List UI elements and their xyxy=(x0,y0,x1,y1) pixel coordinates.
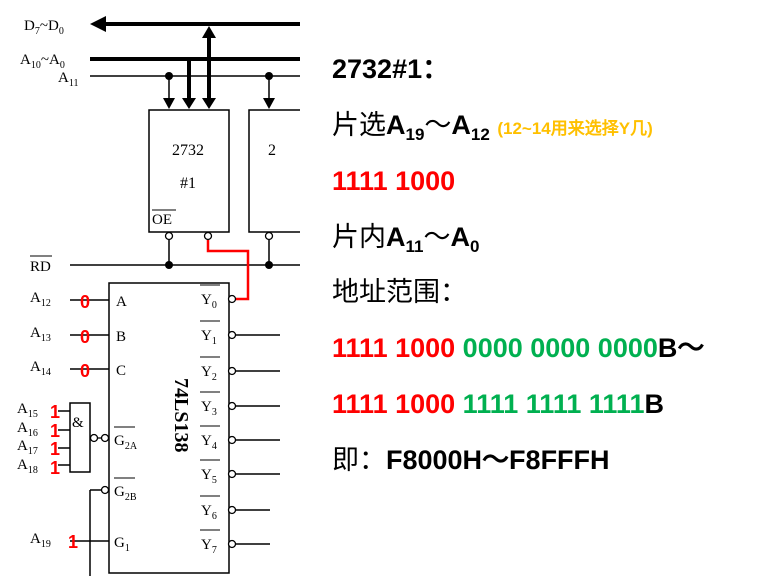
enable-pins: G2A G2B A19 1 G1 xyxy=(30,426,138,576)
svg-text:Y1: Y1 xyxy=(201,328,217,347)
svg-text:Y2: Y2 xyxy=(201,364,217,383)
svg-text:Y4: Y4 xyxy=(201,433,217,452)
circuit-diagram: D7~D0 A10~A0 A11 2732 #1 OE xyxy=(17,16,300,576)
and-input-a16: A16 1 xyxy=(17,420,70,441)
pin-g2a: G2A xyxy=(114,426,138,452)
svg-text:Y5: Y5 xyxy=(201,467,217,486)
svg-text:C: C xyxy=(116,363,126,379)
chip-select-bits: 1111 1000 xyxy=(332,166,456,196)
svg-text:1: 1 xyxy=(50,439,60,459)
data-bus: D7~D0 xyxy=(24,16,300,37)
svg-text:A16: A16 xyxy=(17,420,38,439)
address-range-hex: F8000H～F8FFFH xyxy=(386,445,610,475)
svg-text:Y3: Y3 xyxy=(201,399,217,418)
output-bubble xyxy=(227,435,237,445)
data-bus-label: D7~D0 xyxy=(24,18,64,37)
a11-label: A11 xyxy=(58,70,78,89)
svg-text:A12: A12 xyxy=(30,290,51,309)
svg-text:G2B: G2B xyxy=(114,484,137,503)
eprom1-name: 2732 xyxy=(172,142,204,159)
svg-text:A18: A18 xyxy=(17,457,38,476)
eprom1-number: #1 xyxy=(180,175,196,192)
svg-text:A13: A13 xyxy=(30,325,51,344)
svg-text:1: 1 xyxy=(50,458,60,478)
input-a14: A14 0 C xyxy=(30,359,126,381)
eprom-2732-2: 2 xyxy=(248,76,300,269)
svg-text:G1: G1 xyxy=(114,535,130,554)
svg-text:Y7: Y7 xyxy=(201,537,217,556)
a11-line: A11 xyxy=(58,70,300,89)
output-y1: Y1 xyxy=(200,320,280,347)
output-y2: Y2 xyxy=(200,356,280,383)
decoder-74ls138: 74LS138 xyxy=(108,282,230,574)
chip-select-line: 片选A19～A12 (12~14用来选择Y几) xyxy=(332,110,653,144)
svg-text:A14: A14 xyxy=(30,359,51,378)
address-bus: A10~A0 xyxy=(20,52,300,71)
range-start: 1111 1000 0000 0000 0000B～ xyxy=(332,333,705,363)
data-bus-arrow-icon xyxy=(90,16,106,32)
decoder-select-inputs: A12 0 A A13 0 B A14 0 C xyxy=(30,290,127,381)
svg-text:1: 1 xyxy=(50,421,60,441)
output-bubble xyxy=(227,539,237,549)
rd-line: RD xyxy=(30,240,300,275)
input-a12: A12 0 A xyxy=(30,290,127,312)
output-bubble xyxy=(227,366,237,376)
eprom1-inputs xyxy=(163,26,216,109)
result-line: 即：F8000H～F8FFFH xyxy=(332,445,610,476)
and-input-a15: A15 1 xyxy=(17,401,70,422)
svg-text:A19: A19 xyxy=(30,531,51,550)
eprom-2732-1: 2732 #1 OE xyxy=(148,109,230,241)
notes-title: 2732#1： xyxy=(332,54,450,84)
svg-text:A: A xyxy=(116,294,127,310)
output-bubble xyxy=(227,294,237,304)
chip-select-note: (12~14用来选择Y几) xyxy=(497,119,653,138)
and-input-a18: A18 1 xyxy=(17,457,70,478)
output-y4: Y4 xyxy=(200,425,280,452)
eprom1-oe-label: OE xyxy=(152,212,172,228)
output-y6: Y6 xyxy=(200,495,270,522)
output-y5: Y5 xyxy=(200,459,280,486)
a13-value: 0 xyxy=(80,327,90,347)
svg-text:Y6: Y6 xyxy=(201,503,217,522)
a14-value: 0 xyxy=(80,361,90,381)
input-a13: A13 0 B xyxy=(30,325,126,347)
svg-text:G2A: G2A xyxy=(114,433,138,452)
a19-value: 1 xyxy=(68,532,78,552)
svg-text:1: 1 xyxy=(50,402,60,422)
in-chip-line: 片内A11～A0 xyxy=(332,222,480,256)
ce-pin-bubble xyxy=(203,231,213,241)
eprom2-name: 2 xyxy=(268,142,276,159)
output-bubble xyxy=(227,505,237,515)
svg-text:A15: A15 xyxy=(17,401,38,420)
address-bus-label: A10~A0 xyxy=(20,52,65,71)
decoder-name: 74LS138 xyxy=(170,378,192,452)
output-bubble xyxy=(227,401,237,411)
output-bubble xyxy=(227,469,237,479)
and-symbol: & xyxy=(72,415,84,431)
pin-g2b: G2B xyxy=(89,477,137,576)
output-y3: Y3 xyxy=(200,391,280,418)
oe-pin-bubble xyxy=(164,231,174,241)
selected-wire xyxy=(206,240,250,301)
svg-text:B: B xyxy=(116,329,126,345)
range-end: 1111 1000 1111 1111 1111B xyxy=(332,389,664,419)
output-bubble xyxy=(227,330,237,340)
rd-label: RD xyxy=(30,259,51,275)
svg-text:Y0: Y0 xyxy=(201,292,217,311)
range-label: 地址范围： xyxy=(332,277,467,308)
a12-value: 0 xyxy=(80,292,90,312)
svg-text:A17: A17 xyxy=(17,438,38,457)
output-y0: Y0 xyxy=(200,284,237,311)
pin-g1: A19 1 G1 xyxy=(30,531,130,554)
and-input-a17: A17 1 xyxy=(17,438,70,459)
and-gate: & A15 1 A16 1 A17 1 A18 1 xyxy=(17,401,110,478)
output-y7: Y7 xyxy=(200,529,270,556)
